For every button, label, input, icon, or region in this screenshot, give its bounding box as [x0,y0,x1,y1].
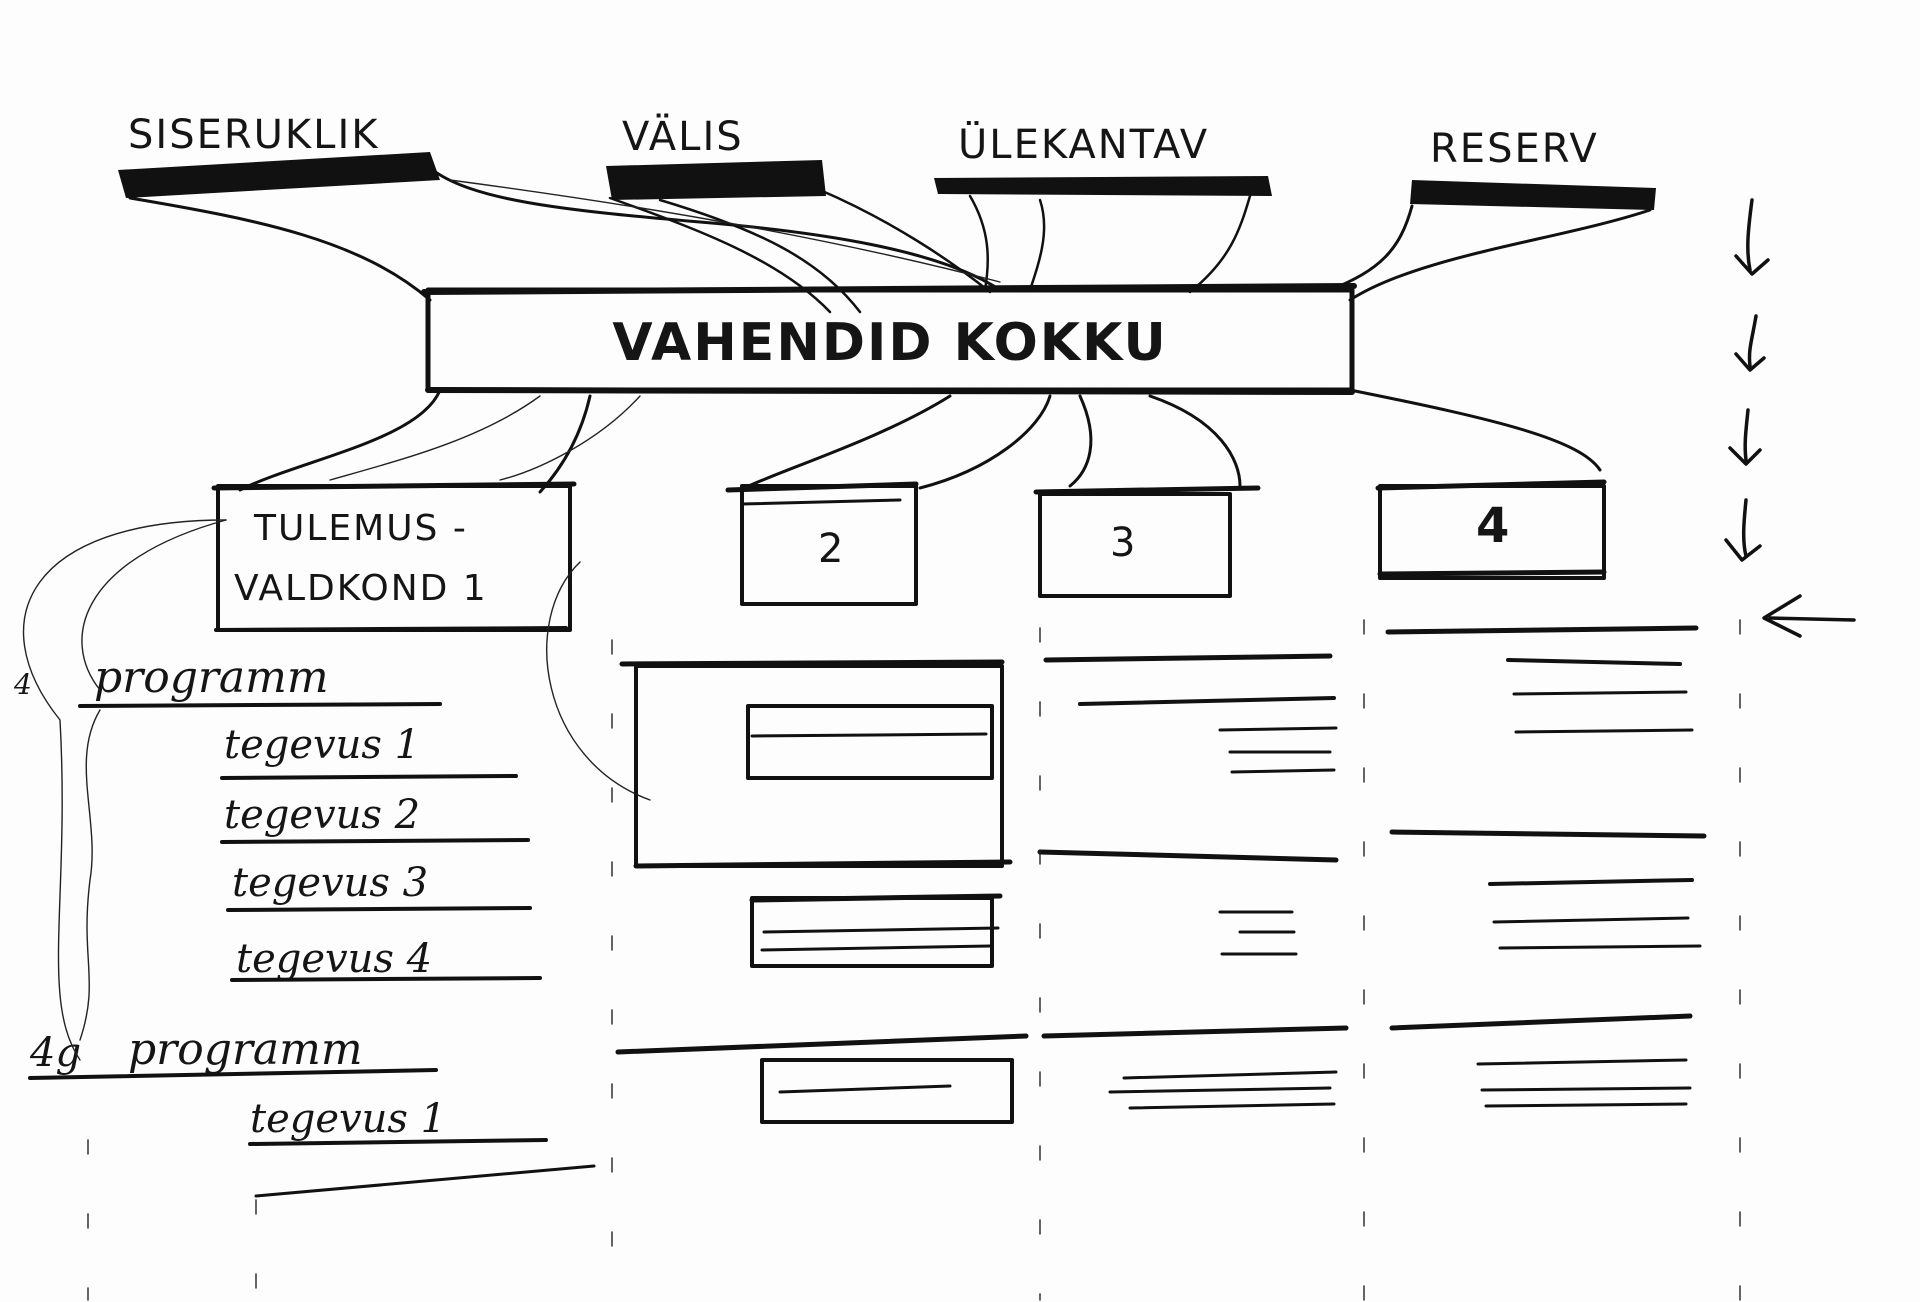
source-label-sisetsuklik: SISERUKLIK [128,112,379,158]
team-box-4: 4 [1375,479,1607,580]
left-arrow-icon [1762,594,1856,638]
team-3-label: 3 [1110,520,1137,566]
team-1-line1: TULEMUS - [253,508,468,549]
program-1-item-2: tegevus 2 [224,792,420,838]
column-dividers [87,619,1741,1301]
source-label-reserv: RESERV [1430,126,1599,172]
inflow-lines [128,166,1652,314]
source-sisetsuklik: SISERUKLIK [118,112,440,198]
source-bar-ulekantav [934,176,1272,196]
team-box-3: 3 [1033,485,1261,598]
program-list: 4 programm tegevus 1 tegevus 2 tegevus 3… [13,519,651,1198]
source-label-ulekantav: ÜLEKANTAV [958,120,1209,168]
down-arrow-icon [1728,408,1762,466]
team-4-label: 4 [1476,498,1511,554]
source-reserv: RESERV [1410,126,1656,210]
down-arrow-icon [1734,314,1766,372]
source-bar-reserv [1410,180,1656,210]
outflow-lines [238,388,1602,494]
down-arrows [1724,198,1770,562]
program-prefix-1: 4 [13,668,32,701]
column-2-blocks [615,659,1029,1124]
program-prefix-2: 4g [29,1030,81,1076]
team-2-label: 2 [818,526,845,572]
down-arrow-icon [1724,498,1762,562]
team-box-1: TULEMUS - VALDKOND 1 [211,481,577,632]
column-4-blocks [1385,625,1707,1108]
program-2-item-1: tegevus 1 [250,1096,446,1142]
team-1-line2: VALDKOND 1 [234,568,488,609]
source-bar-valis [606,160,826,200]
down-arrow-icon [1734,198,1770,276]
hub-bar: VAHENDID KOKKU [421,283,1357,395]
source-ulekantav: ÜLEKANTAV [934,120,1272,196]
source-label-valis: VÄLIS [622,112,744,160]
program-1-item-1: tegevus 1 [224,722,420,768]
column-3-blocks [1037,653,1349,1110]
source-valis: VÄLIS [606,112,826,200]
program-1-item-4: tegevus 4 [236,936,432,982]
source-bar-sisetsuklik [118,152,440,198]
team-box-2: 2 [725,481,919,606]
program-2-label: programm [128,1024,363,1075]
program-1-item-3: tegevus 3 [232,860,428,906]
hub-label: VAHENDID KOKKU [612,313,1167,373]
program-1-label: programm [94,652,329,703]
